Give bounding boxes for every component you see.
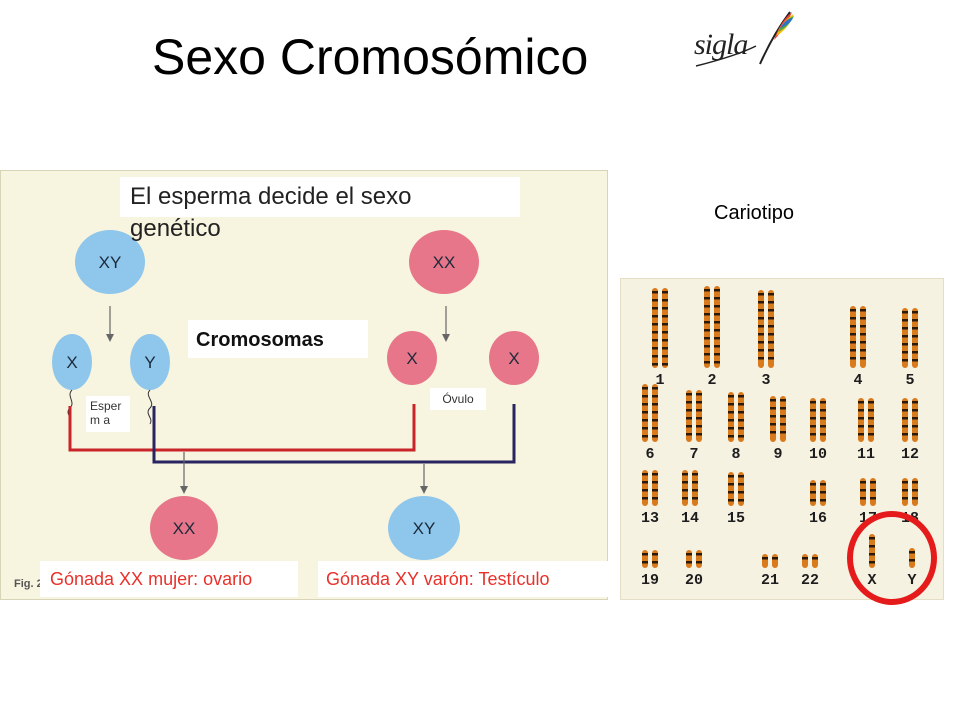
chromosome-10: [810, 398, 826, 442]
offspring-female-label: XX: [173, 519, 196, 538]
gamete-label-4: X: [508, 349, 519, 368]
result-male-text: Gónada XY varón: Testículo: [318, 561, 608, 597]
headline-line-2: genético: [130, 215, 221, 242]
gamete-x-female-1: [387, 331, 437, 385]
gamete-label-2: Y: [144, 353, 155, 372]
chromosome-12: [902, 398, 918, 442]
karyotype-number-9: 9: [773, 446, 782, 463]
chromosome-19: [642, 550, 658, 568]
karyotype-number-7: 7: [689, 446, 698, 463]
chromosome-5: [902, 308, 918, 368]
parent-male-label: XY: [99, 253, 122, 272]
chromosome-15: [728, 472, 744, 506]
offspring-female-circle: [150, 496, 218, 560]
red-connector: [68, 404, 416, 452]
feather-icon: [695, 11, 794, 67]
karyotype-number-2: 2: [707, 372, 716, 389]
headline-box: El esperma decide el sexo genético: [120, 177, 520, 242]
karyotype-number-1: 1: [655, 372, 664, 389]
chromosome-2: [704, 286, 720, 368]
chromosome-4: [850, 306, 866, 368]
karyotype-number-3: 3: [761, 372, 770, 389]
karyotype-number-X: X: [867, 572, 876, 589]
chromosome-20: [686, 550, 702, 568]
headline-line-1: El esperma decide el sexo: [130, 183, 412, 210]
chromosome-14: [682, 470, 698, 506]
karyotype-number-11: 11: [857, 446, 875, 463]
parent-female-label: XX: [433, 253, 456, 272]
chromosome-X: [869, 534, 875, 568]
gamete-x-female-2: [489, 331, 539, 385]
blue-connector: [152, 404, 516, 464]
chromosome-1: [652, 288, 668, 368]
sperm-tail-2: [147, 389, 153, 425]
gamete-x-male: [52, 334, 92, 390]
chromosome-9: [770, 396, 786, 442]
karyotype-number-12: 12: [901, 446, 919, 463]
logo-text: sigla: [694, 28, 748, 61]
offspring-male-circle: [388, 496, 460, 560]
esperma-label: Esperm a: [86, 396, 130, 432]
karyotype-number-Y: Y: [907, 572, 916, 589]
karyotype-number-14: 14: [681, 510, 699, 527]
result-female-text: Gónada XX mujer: ovario: [40, 561, 298, 597]
sigla-logo: sigla: [690, 6, 800, 76]
gamete-y-male: [130, 334, 170, 390]
karyotype-number-20: 20: [685, 572, 703, 589]
chromosome-11: [858, 398, 874, 442]
karyotype-number-6: 6: [645, 446, 654, 463]
gamete-label-1: X: [66, 353, 77, 372]
karyotype-number-13: 13: [641, 510, 659, 527]
xy-highlight-circle: [847, 511, 937, 605]
karyotype-number-16: 16: [809, 510, 827, 527]
chromosome-3: [758, 290, 774, 368]
chromosome-6: [642, 384, 658, 442]
ovulo-label: Óvulo: [430, 388, 486, 410]
karyotype-number-8: 8: [731, 446, 740, 463]
karyotype-label: Cariotipo: [714, 202, 795, 224]
karyotype-number-10: 10: [809, 446, 827, 463]
chromosome-17: [860, 478, 876, 506]
figure-number: Fig. 2: [14, 578, 43, 590]
chromosome-22: [802, 554, 818, 568]
karyotype-number-21: 21: [761, 572, 779, 589]
page-title: Sexo Cromosómico: [152, 29, 589, 85]
chromosome-18: [902, 478, 918, 506]
chromosome-13: [642, 470, 658, 506]
karyotype-number-19: 19: [641, 572, 659, 589]
gamete-label-3: X: [406, 349, 417, 368]
chromosome-16: [810, 480, 826, 506]
parent-male-circle: [75, 230, 145, 294]
karyotype-number-15: 15: [727, 510, 745, 527]
karyotype-number-5: 5: [905, 372, 914, 389]
chromosome-21: [762, 554, 778, 568]
chromosome-8: [728, 392, 744, 442]
chromosome-7: [686, 390, 702, 442]
karyotype-number-4: 4: [853, 372, 862, 389]
parent-female-circle: [409, 230, 479, 294]
offspring-male-label: XY: [413, 519, 436, 538]
cromosomas-label: Cromosomas: [188, 320, 368, 358]
chromosome-Y: [909, 548, 915, 568]
karyotype-number-22: 22: [801, 572, 819, 589]
